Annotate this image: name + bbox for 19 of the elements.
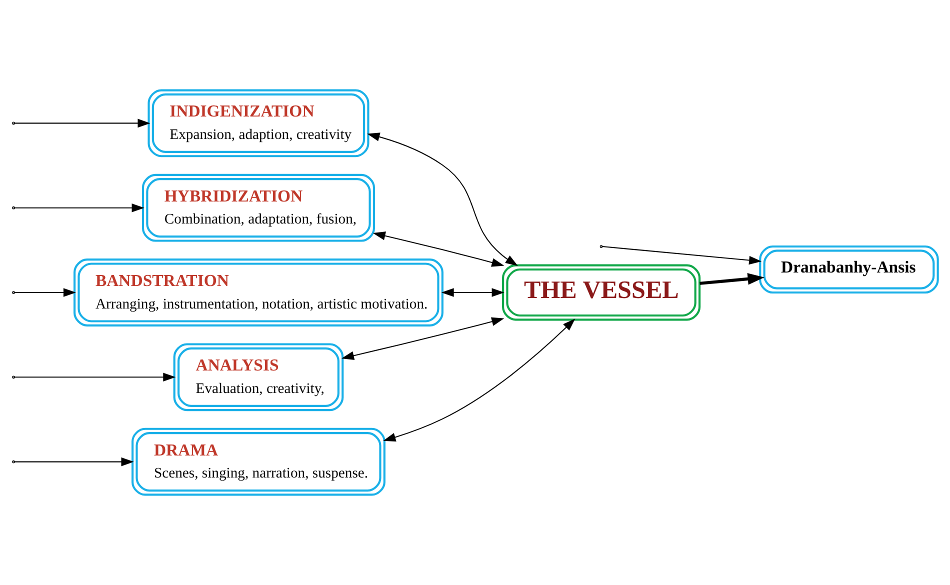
node-box: Dranabanhy-Ansis [758, 245, 938, 294]
arrow [440, 288, 504, 297]
arrow [699, 273, 764, 285]
node-box: THE VESSEL [502, 264, 700, 321]
node-box: DRAMA Scenes, singing, narration, suspense. [131, 428, 385, 496]
arrow [366, 132, 518, 266]
arrow [14, 457, 134, 466]
node-box: HYBRIDIZATION Combination, adaptation, fusion, [141, 174, 375, 242]
node-box: INDIGENIZATION Expansion, adaption, creativity [147, 89, 369, 158]
arrow [14, 288, 76, 297]
arrow [14, 372, 176, 382]
arrow [382, 318, 575, 442]
arrow [340, 317, 504, 360]
arrow [14, 203, 144, 212]
node-box: ANALYSIS Evaluation, creativity, [172, 343, 344, 412]
arrow [602, 246, 762, 265]
arrow [372, 232, 504, 267]
arrow [14, 118, 150, 128]
node-box: BANDSTRATION Arranging, instrumentation, notation, artistic motivation. [73, 258, 443, 326]
